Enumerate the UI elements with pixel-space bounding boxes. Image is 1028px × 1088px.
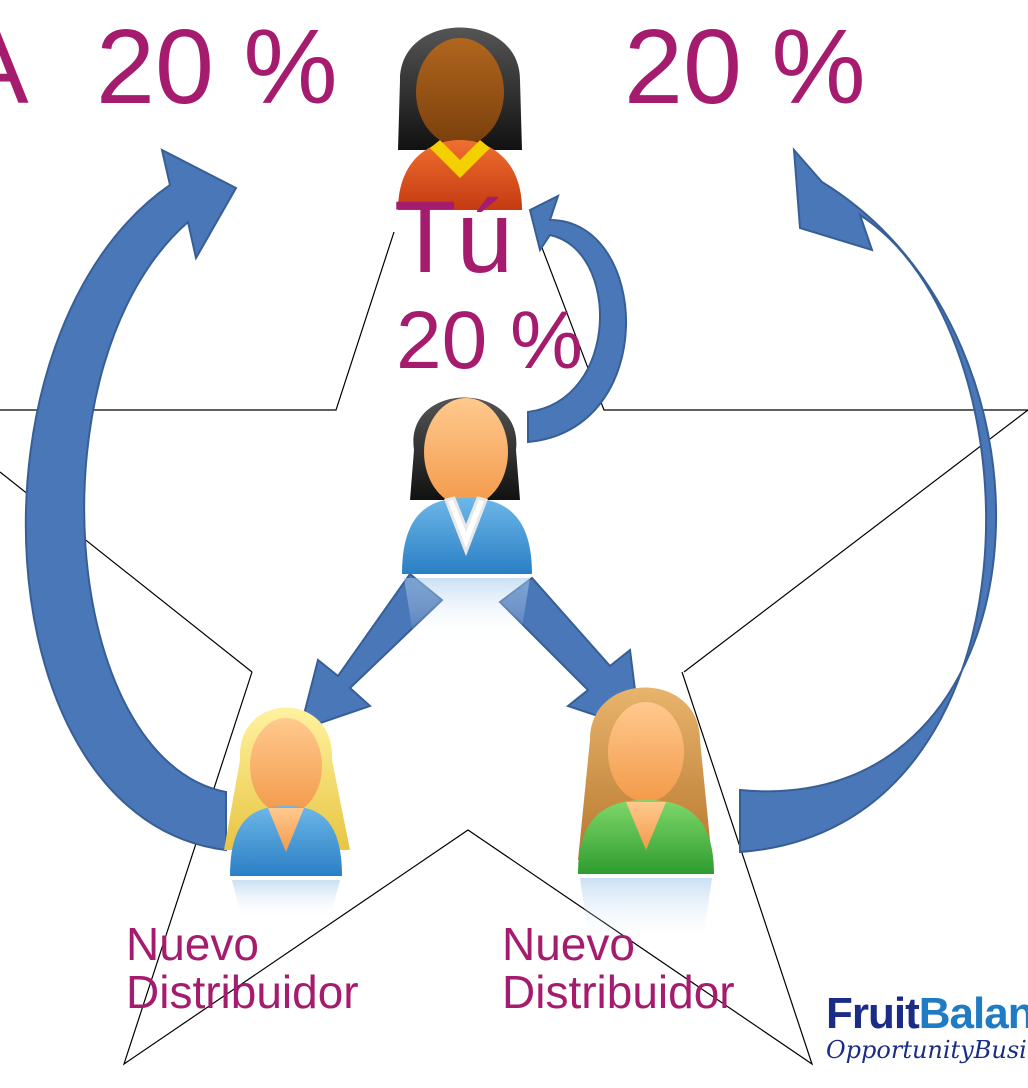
brand-subtitle: OpportunityBusi (826, 1036, 1027, 1064)
percentage-middle-label: 20 % (396, 295, 583, 386)
new-distributor-left-line2: Distribuidor (126, 966, 359, 1018)
new-distributor-right-line1: Nuevo (502, 918, 635, 970)
new-distributor-left-line1: Nuevo (126, 918, 259, 970)
woman-orange-avatar-icon (398, 27, 522, 210)
edge-fragment-label: A (0, 14, 29, 120)
woman-blue-avatar-icon (402, 397, 532, 640)
percentage-left-label: 20 % (96, 8, 338, 126)
brand-name: FruitBalan (826, 992, 1028, 1036)
new-distributor-right-label: Nuevo Distribuidor (502, 920, 735, 1016)
blonde-woman-avatar-icon (224, 707, 350, 920)
curved-arrow-right (739, 147, 997, 854)
brand-logo: FruitBalan OpportunityBusi (826, 992, 1028, 1065)
curved-arrow-left (24, 148, 238, 852)
new-distributor-left-label: Nuevo Distribuidor (126, 920, 359, 1016)
curved-arrow-center (527, 194, 627, 444)
new-distributor-right-line2: Distribuidor (502, 966, 735, 1018)
brand-name-part1: Fruit (826, 989, 920, 1038)
percentage-right-label: 20 % (624, 8, 866, 126)
brunette-woman-green-avatar-icon (578, 687, 714, 946)
star-outline (0, 231, 1028, 1066)
you-label: Tú (394, 180, 514, 294)
brand-name-part2: Balan (918, 989, 1028, 1038)
